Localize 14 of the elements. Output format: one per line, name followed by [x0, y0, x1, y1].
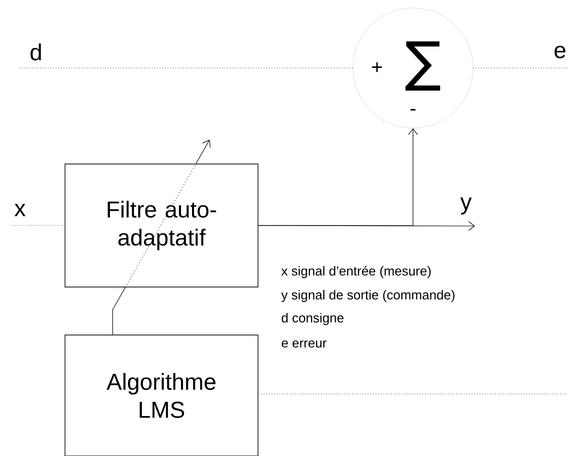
- arrow: [258, 128, 418, 226]
- signal-label: e: [554, 46, 566, 58]
- signal-label: d: [30, 44, 41, 60]
- legend-text: d consigne: [282, 312, 344, 326]
- legend-text: y signal de sortie (commande): [281, 290, 454, 302]
- legend-text: x signal d’entrée (mesure): [281, 266, 431, 278]
- process-box: Algorithme LMS: [64, 334, 258, 456]
- signal-label: y: [460, 198, 472, 214]
- summing-junction: + ∑ -: [352, 8, 474, 128]
- signal-line: [12, 225, 65, 226]
- legend-text: e erreur: [282, 340, 326, 348]
- signal-label: x: [14, 204, 26, 216]
- process-box: Filtre auto-adaptatif: [64, 164, 258, 288]
- arrow: [112, 140, 211, 335]
